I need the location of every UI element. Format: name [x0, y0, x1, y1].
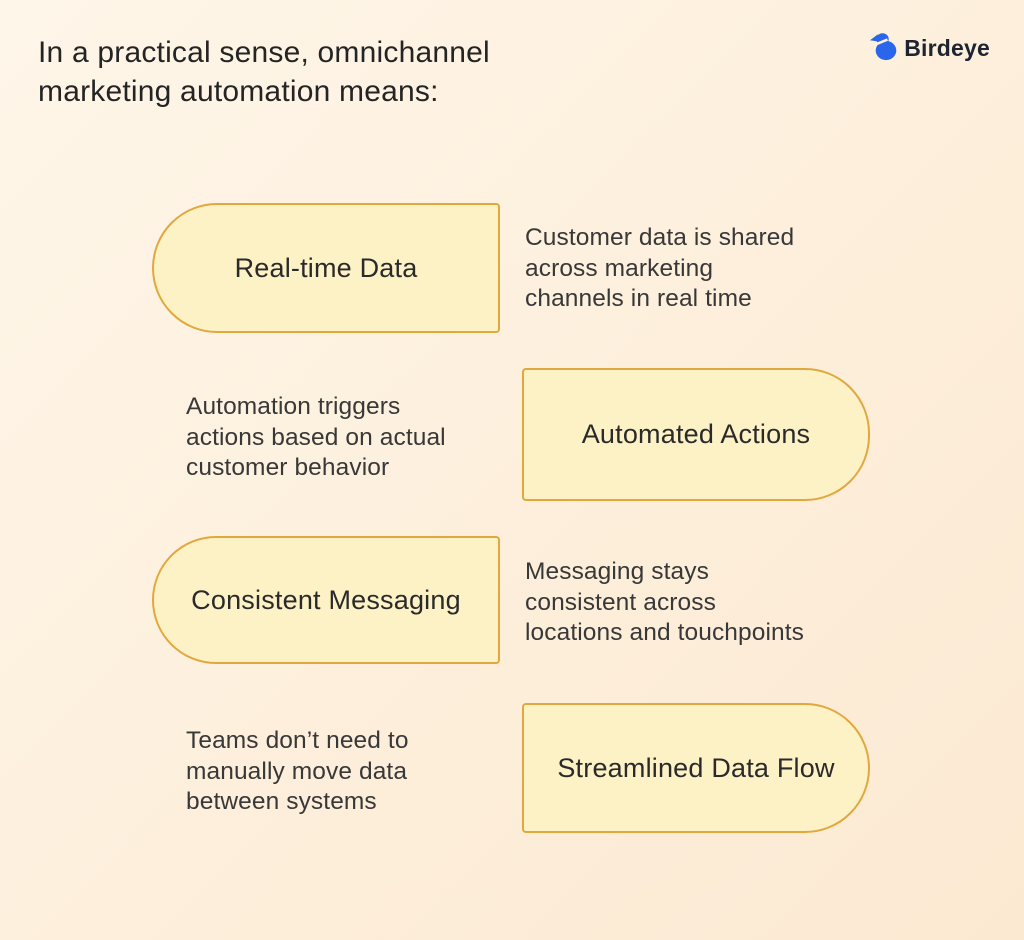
- pill-streamlined-data-flow: Streamlined Data Flow: [522, 703, 870, 833]
- description-line: between systems: [186, 788, 377, 815]
- description-line: across marketing: [525, 254, 714, 282]
- description-line: actions based on actual: [186, 423, 446, 451]
- page-title-line-1: In a practical sense, omnichannel: [38, 36, 490, 69]
- pill-label: Consistent Messaging: [191, 584, 461, 615]
- description-line: consistent across: [525, 588, 716, 616]
- pill-automated-actions: Automated Actions: [522, 368, 870, 501]
- description-line: Customer data is shared: [525, 224, 795, 251]
- description-line: Teams don’t need to: [186, 727, 409, 754]
- page-title-line-2: marketing automation means:: [38, 75, 439, 108]
- description-line: channels in real time: [525, 285, 752, 312]
- pill-real-time-data: Real-time Data: [152, 203, 500, 333]
- pill-label: Streamlined Data Flow: [557, 752, 835, 783]
- brand-logo: Birdeye: [869, 31, 990, 66]
- description-line: manually move data: [186, 757, 408, 785]
- page-title: In a practical sense, omnichannel market…: [38, 33, 490, 111]
- pill-label: Real-time Data: [234, 252, 418, 283]
- description-line: Automation triggers: [186, 393, 401, 420]
- pill-consistent-messaging: Consistent Messaging: [152, 536, 500, 664]
- description-real-time-data: Customer data is shared across marketing…: [525, 223, 794, 315]
- description-consistent-messaging: Messaging stays consistent across locati…: [525, 557, 804, 649]
- description-streamlined-data-flow: Teams don’t need to manually move data b…: [186, 726, 409, 818]
- pill-label: Automated Actions: [581, 419, 811, 449]
- description-line: Messaging stays: [525, 558, 709, 585]
- bird-icon: [869, 31, 897, 66]
- description-line: locations and touchpoints: [525, 619, 804, 646]
- brand-name: Birdeye: [904, 35, 990, 61]
- description-automated-actions: Automation triggers actions based on act…: [186, 392, 446, 484]
- description-line: customer behavior: [186, 454, 390, 481]
